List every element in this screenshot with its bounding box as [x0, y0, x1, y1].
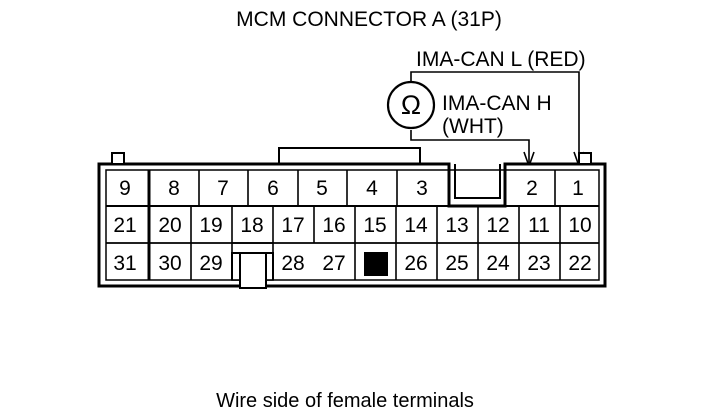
pin-label: 19: [199, 214, 222, 237]
pin-label: 5: [316, 177, 328, 200]
pin-row-2: 21 20 19 18 17 16 15 14 13 12 11 10: [113, 214, 591, 237]
pin-label: 10: [568, 214, 591, 237]
blocked-cavity: [364, 252, 388, 276]
pin-label: 1: [572, 177, 584, 200]
pin-label: 11: [528, 214, 550, 237]
pin-label: 21: [113, 214, 136, 237]
pin-label: 4: [366, 177, 378, 200]
diagram-title: MCM CONNECTOR A (31P): [236, 8, 502, 31]
pin-row-3: 31 30 29 28 27 26 25 24 23 22: [113, 252, 591, 275]
pin-label: 20: [158, 214, 181, 237]
pin-label: 8: [168, 177, 180, 200]
wire-high-label-line2: (WHT): [442, 115, 504, 138]
pin-label: 12: [486, 214, 509, 237]
pin-label: 13: [445, 214, 468, 237]
pin-label: 24: [486, 252, 510, 275]
pin-label: 22: [568, 252, 591, 275]
pin-label: 3: [416, 177, 428, 200]
pin-label: 31: [113, 252, 136, 275]
pin-row-1: 9 8 7 6 5 4 3 2 1: [119, 177, 584, 200]
pin-label: 26: [404, 252, 427, 275]
pin-label: 2: [526, 177, 538, 200]
ohmmeter-icon: Ω: [386, 80, 436, 130]
pin-label: 17: [281, 214, 304, 237]
wire-ima-can-h: [410, 130, 530, 163]
pin-label: 15: [363, 214, 386, 237]
wire-high-label-line1: IMA-CAN H: [442, 92, 552, 115]
pin-label: 23: [527, 252, 550, 275]
pin-label: 9: [119, 177, 131, 200]
pin-label: 16: [322, 214, 345, 237]
diagram-caption: Wire side of female terminals: [216, 390, 474, 412]
pin-label: 30: [158, 252, 181, 275]
cavity-grid: [106, 170, 599, 280]
pin-label: 28: [281, 252, 304, 275]
pin-label: 29: [199, 252, 222, 275]
pin-label: 18: [240, 214, 263, 237]
wire-low-label: IMA-CAN L (RED): [416, 48, 586, 71]
pin-label: 14: [404, 214, 428, 237]
pin-label: 27: [322, 252, 345, 275]
pin-label: 7: [217, 177, 229, 200]
pin-label: 6: [267, 177, 279, 200]
pin-label: 25: [445, 252, 468, 275]
ohm-symbol: Ω: [401, 90, 421, 120]
